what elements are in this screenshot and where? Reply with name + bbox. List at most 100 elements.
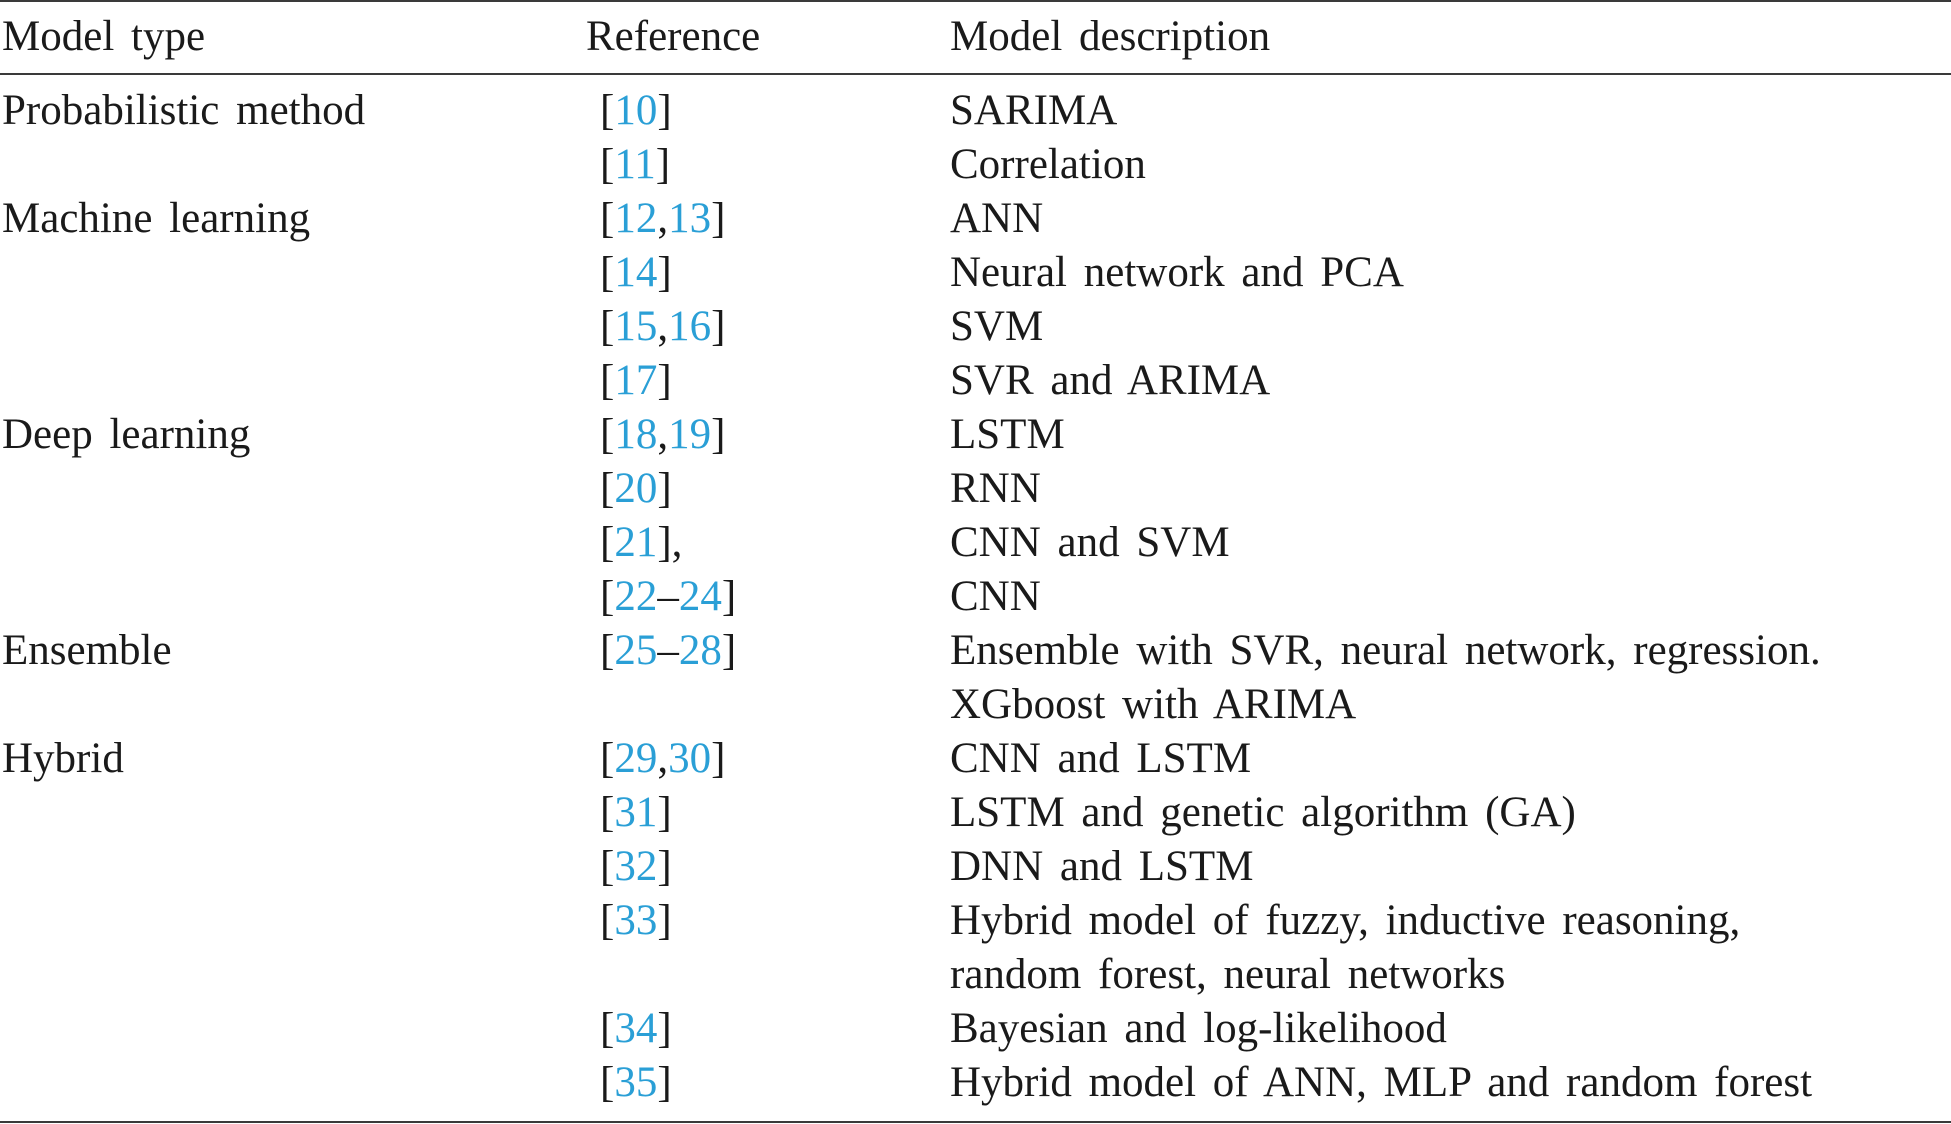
cell-model-description: Correlation — [950, 141, 1146, 188]
cell-reference: [20] — [600, 462, 672, 516]
bracket-close: ] — [657, 1005, 672, 1052]
cell-model-description: Bayesian and log-likelihood — [950, 1005, 1447, 1052]
cell-reference: [15,16] — [600, 300, 725, 354]
reference-link[interactable]: 29 — [614, 735, 658, 782]
bracket-open: [ — [600, 1059, 615, 1106]
bracket-close: ] — [711, 195, 726, 242]
reference-separator: , — [657, 411, 669, 458]
bracket-close: ] — [655, 141, 671, 188]
bracket-open: [ — [600, 465, 615, 512]
cell-reference: [33] — [600, 894, 672, 948]
cell-model-type: Machine learning — [2, 195, 311, 242]
bracket-open: [ — [600, 519, 615, 566]
reference-separator: – — [657, 573, 679, 620]
bracket-close: ] — [657, 249, 672, 296]
cell-model-description: Neural network and PCA — [950, 249, 1404, 296]
cell-reference: [32] — [600, 840, 672, 894]
reference-link[interactable]: 18 — [614, 411, 658, 458]
reference-link[interactable]: 19 — [668, 411, 712, 458]
cell-reference: [18,19] — [600, 408, 725, 462]
bracket-close: ] — [657, 843, 672, 890]
bracket-open: [ — [600, 897, 615, 944]
reference-link[interactable]: 20 — [614, 465, 658, 512]
reference-link[interactable]: 34 — [614, 1005, 658, 1052]
bracket-open: [ — [600, 627, 615, 674]
bracket-close: ] — [721, 627, 737, 674]
cell-model-type: Deep learning — [2, 411, 251, 458]
cell-model-description: SVR and ARIMA — [950, 357, 1271, 404]
cell-reference: [17] — [600, 354, 672, 408]
cell-model-description: ANN — [950, 195, 1044, 242]
cell-model-description: Hybrid model of fuzzy, inductive reasoni… — [950, 897, 1741, 944]
cell-model-description: SVM — [950, 303, 1044, 350]
cell-reference: [12,13] — [600, 192, 725, 246]
cell-model-type: Probabilistic method — [2, 87, 366, 134]
bracket-open: [ — [600, 411, 615, 458]
table-top-rule — [0, 0, 1951, 2]
bracket-open: [ — [600, 843, 615, 890]
reference-link[interactable]: 33 — [614, 897, 658, 944]
bracket-open: [ — [600, 1005, 615, 1052]
cell-model-description: CNN and LSTM — [950, 735, 1252, 782]
bracket-close: ] — [657, 897, 672, 944]
bracket-open: [ — [600, 141, 615, 188]
bracket-close: ] — [721, 573, 737, 620]
header-model-type: Model type — [2, 13, 206, 60]
reference-link[interactable]: 15 — [614, 303, 658, 350]
bracket-close: ] — [711, 303, 726, 350]
bracket-close: ] — [657, 357, 672, 404]
reference-separator: , — [657, 735, 669, 782]
bracket-close: ] — [657, 789, 672, 836]
reference-link[interactable]: 24 — [678, 573, 722, 620]
reference-separator: , — [657, 195, 669, 242]
cell-model-description: CNN and SVM — [950, 519, 1230, 566]
reference-trailing-punctuation: , — [671, 519, 683, 566]
bracket-close: ] — [657, 1059, 672, 1106]
bracket-open: [ — [600, 303, 615, 350]
bracket-open: [ — [600, 789, 615, 836]
reference-link[interactable]: 21 — [614, 519, 658, 566]
cell-model-type: Ensemble — [2, 627, 172, 674]
reference-link[interactable]: 30 — [668, 735, 712, 782]
cell-reference: [25–28] — [600, 624, 736, 678]
header-reference: Reference — [586, 13, 761, 60]
reference-link[interactable]: 35 — [614, 1059, 658, 1106]
table-bottom-rule — [0, 1121, 1951, 1123]
cell-model-description: LSTM and genetic algorithm (GA) — [950, 789, 1576, 836]
reference-link[interactable]: 14 — [614, 249, 658, 296]
header-model-description: Model description — [950, 13, 1271, 60]
reference-link[interactable]: 28 — [678, 627, 722, 674]
reference-link[interactable]: 12 — [614, 195, 658, 242]
reference-link[interactable]: 25 — [614, 627, 658, 674]
reference-separator: , — [657, 303, 669, 350]
cell-model-description: Ensemble with SVR, neural network, regre… — [950, 627, 1821, 674]
bracket-close: ] — [711, 411, 726, 458]
bracket-open: [ — [600, 87, 615, 134]
cell-reference: [11] — [600, 138, 670, 192]
reference-link[interactable]: 16 — [668, 303, 712, 350]
cell-reference: [21], — [600, 516, 682, 570]
cell-model-description: RNN — [950, 465, 1041, 512]
reference-link[interactable]: 17 — [614, 357, 658, 404]
cell-reference: [34] — [600, 1002, 672, 1056]
reference-separator: – — [657, 627, 679, 674]
bracket-close: ] — [657, 87, 672, 134]
reference-link[interactable]: 31 — [614, 789, 658, 836]
reference-link[interactable]: 22 — [614, 573, 658, 620]
cell-model-description: Hybrid model of ANN, MLP and random fore… — [950, 1059, 1813, 1106]
reference-link[interactable]: 11 — [614, 141, 656, 188]
cell-model-description: random forest, neural networks — [950, 951, 1506, 998]
bracket-close: ] — [657, 519, 672, 566]
header-rule — [0, 73, 1951, 75]
cell-model-type: Hybrid — [2, 735, 124, 782]
cell-reference: [22–24] — [600, 570, 736, 624]
reference-link[interactable]: 32 — [614, 843, 658, 890]
bracket-open: [ — [600, 735, 615, 782]
bracket-open: [ — [600, 249, 615, 296]
cell-model-description: CNN — [950, 573, 1041, 620]
reference-link[interactable]: 10 — [614, 87, 658, 134]
reference-link[interactable]: 13 — [668, 195, 712, 242]
bracket-open: [ — [600, 573, 615, 620]
cell-reference: [31] — [600, 786, 672, 840]
